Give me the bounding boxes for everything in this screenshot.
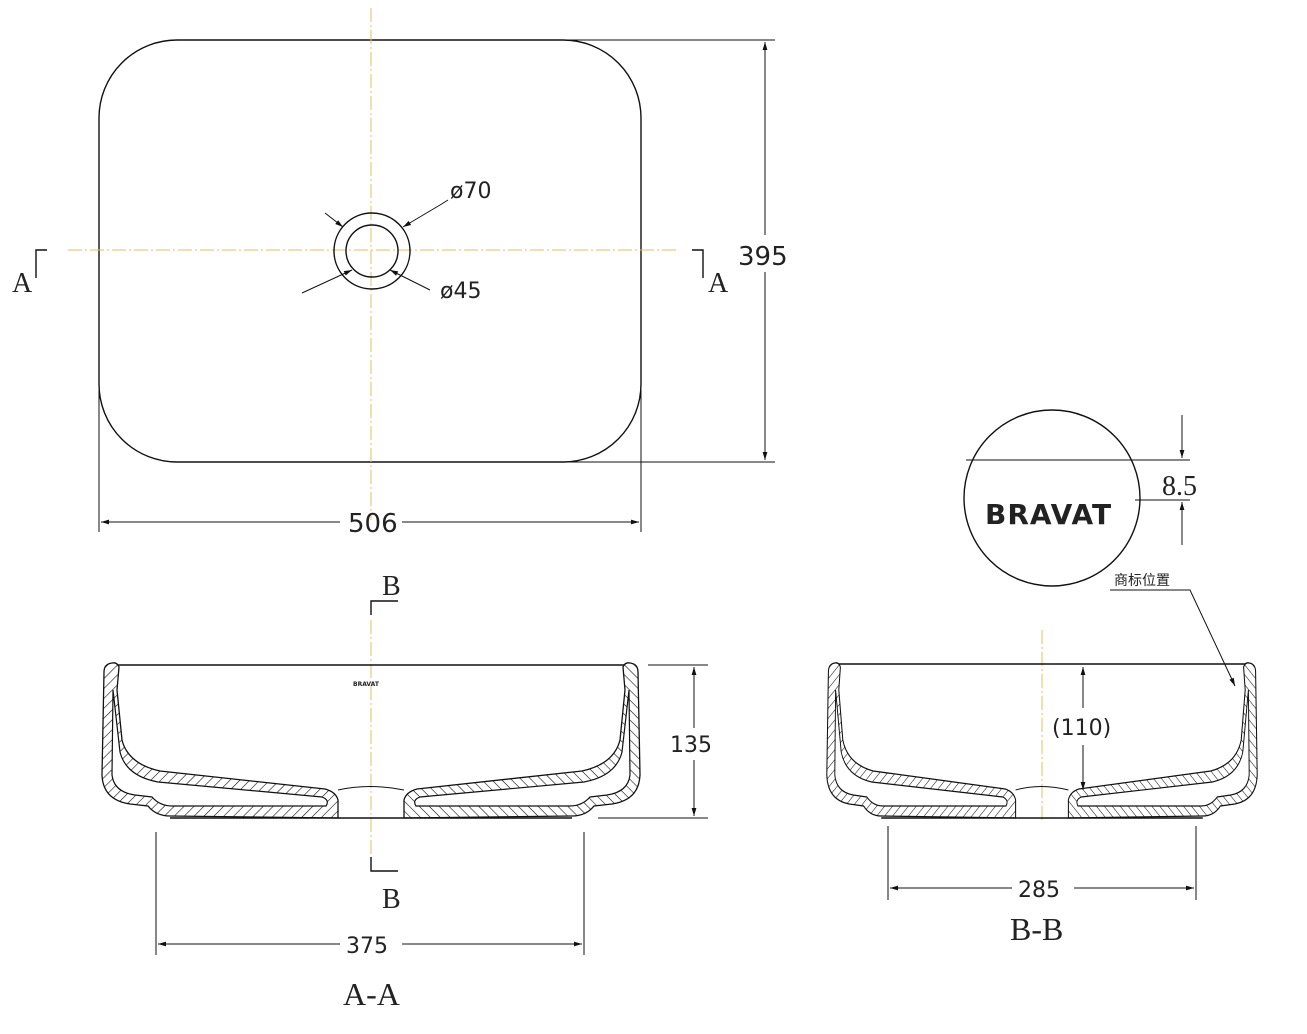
- basin-outline: [98, 39, 642, 463]
- leader-arrow: [1110, 589, 1236, 687]
- dim-offset-8-5: 8.5: [1162, 471, 1197, 502]
- logo-position-note: 商标位置: [1114, 573, 1170, 589]
- cut-arrow-bottom: [370, 857, 398, 872]
- section-label-left: A: [12, 268, 33, 299]
- drain-inner-circle: [345, 224, 399, 278]
- drain-outer-circle: [333, 212, 411, 290]
- section-b-b: (110) 285 B-B: [826, 630, 1258, 947]
- detail-circle: [963, 409, 1141, 587]
- dim-outer-diameter: ø70: [450, 179, 491, 204]
- section-a-a: B B BRAVAT 135 375 A-A: [101, 571, 712, 1012]
- cut-arrow-top: [370, 600, 398, 615]
- logo-mark: BRAVAT: [353, 681, 380, 688]
- section-title-aa: A-A: [343, 976, 400, 1012]
- dim-width-506: 506: [348, 509, 398, 539]
- section-arrow-right: [692, 249, 704, 278]
- plan-view: ø70 ø45 A A 395 506: [12, 8, 788, 539]
- section-title-bb: B-B: [1010, 911, 1063, 947]
- section-label-right: A: [708, 268, 729, 299]
- dim-base-375: 375: [346, 934, 388, 959]
- dim-base-285: 285: [1018, 878, 1060, 903]
- cut-label-top: B: [382, 571, 401, 602]
- dim-height-395: 395: [738, 242, 788, 272]
- section-wall-left: [101, 662, 339, 819]
- cut-label-bottom: B: [382, 884, 401, 915]
- bravat-logo: BRAVAT: [985, 498, 1112, 531]
- dim-depth-110: (110): [1052, 716, 1111, 741]
- section-arrow-left: [35, 249, 47, 278]
- logo-detail: 8.5 BRAVAT 商标位置: [963, 409, 1236, 687]
- section-wall-right: [403, 662, 641, 819]
- dim-height-135: 135: [670, 733, 712, 758]
- section-wall-left-bb: [826, 662, 1017, 819]
- dim-inner-diameter: ø45: [440, 279, 481, 304]
